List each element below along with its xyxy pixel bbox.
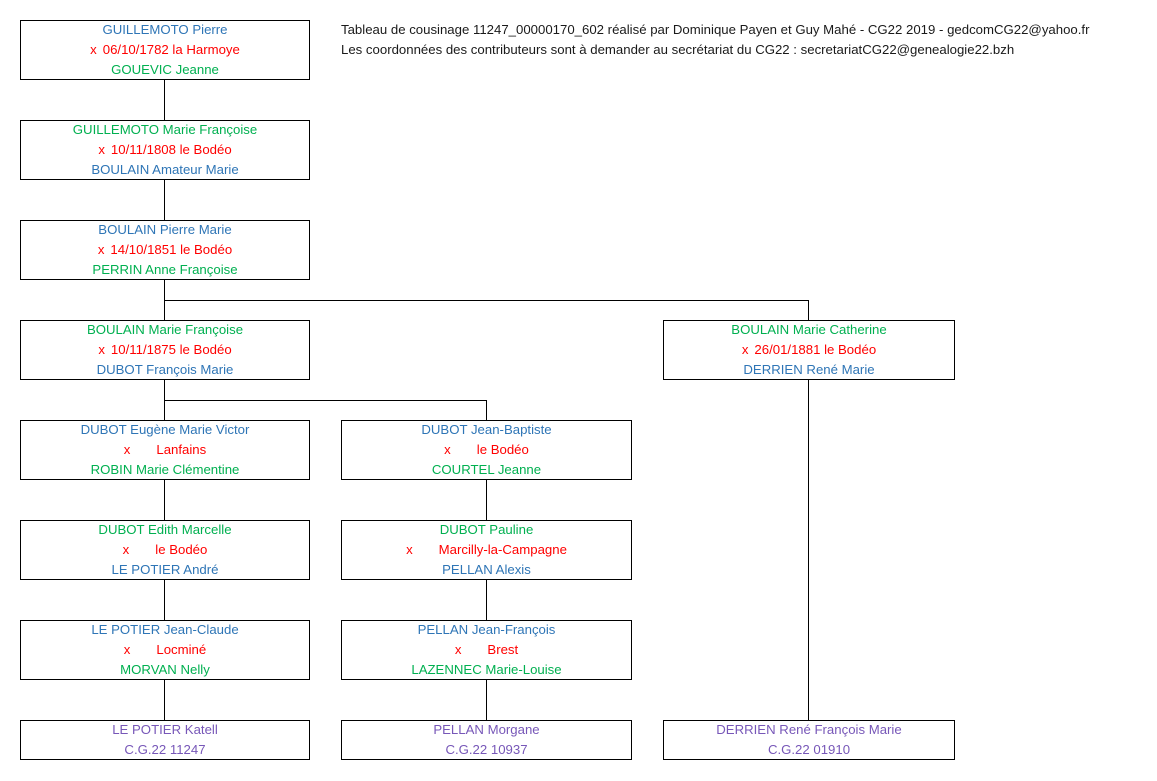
person-name-primary: LE POTIER Jean-Claude xyxy=(91,622,239,637)
person-name-spouse: ROBIN Marie Clémentine xyxy=(90,462,240,477)
union-mark: x xyxy=(98,342,105,357)
person-name-spouse: DERRIEN René Marie xyxy=(743,362,875,377)
person-box-pellan-morgane[interactable]: PELLAN Morgane C.G.22 10937 xyxy=(341,720,632,760)
descendant-reference: C.G.22 10937 xyxy=(445,742,528,757)
union-mark: x xyxy=(123,642,131,657)
union-info: x 10/11/1808 le Bodéo xyxy=(98,140,231,160)
union-mark: x xyxy=(741,342,749,357)
connector-gen6-gen7-left xyxy=(164,580,165,621)
person-name-spouse: PELLAN Alexis xyxy=(442,562,531,577)
connector-gen5-gen6-left xyxy=(164,480,165,521)
person-name-spouse: GOUEVIC Jeanne xyxy=(111,62,219,77)
chart-header-note: Tableau de cousinage 11247_00000170_602 … xyxy=(341,20,1141,60)
union-mark: x xyxy=(98,142,105,157)
connector-gen7-gen8-middle xyxy=(486,680,487,721)
person-box-derrien-rene-francois-marie[interactable]: DERRIEN René François Marie C.G.22 01910 xyxy=(663,720,955,760)
person-box-dubot-pauline[interactable]: DUBOT Pauline x Marcilly-la-Campagne PELL… xyxy=(341,520,632,580)
person-box-dubot-edith[interactable]: DUBOT Edith Marcelle x le Bodéo LE POTIER… xyxy=(20,520,310,580)
union-info: x 10/11/1875 le Bodéo xyxy=(98,340,231,360)
union-mark: x xyxy=(122,542,130,557)
person-box-guillemoto-marie-francoise[interactable]: GUILLEMOTO Marie Françoise x 10/11/1808 l… xyxy=(20,120,310,180)
union-mark: x xyxy=(444,442,451,457)
person-box-dubot-eugene[interactable]: DUBOT Eugène Marie Victor x Lanfains ROBI… xyxy=(20,420,310,480)
person-name-primary: BOULAIN Marie Françoise xyxy=(86,322,244,337)
connector-gen6-gen7-middle xyxy=(486,580,487,621)
person-box-le-potier-katell[interactable]: LE POTIER Katell C.G.22 11247 xyxy=(20,720,310,760)
connector-bus-to-boulain-mc xyxy=(808,300,809,321)
connector-gen3-drop xyxy=(164,280,165,301)
person-name-primary: GUILLEMOTO Pierre xyxy=(102,22,228,37)
descendant-name: LE POTIER Katell xyxy=(112,722,218,737)
person-name-primary: PELLAN Jean-François xyxy=(417,622,556,637)
person-name-spouse: LAZENNEC Marie-Louise xyxy=(411,662,562,677)
connector-bus-to-boulain-mf xyxy=(164,300,165,321)
person-name-primary: BOULAIN Marie Catherine xyxy=(731,322,887,337)
connector-bus-to-dubot-jean-baptiste xyxy=(486,400,487,421)
descendant-name: PELLAN Morgane xyxy=(433,722,540,737)
union-mark: x xyxy=(406,542,413,557)
union-info: x le Bodéo xyxy=(444,440,529,460)
descendant-reference: C.G.22 01910 xyxy=(767,742,851,757)
person-box-boulain-pierre-marie[interactable]: BOULAIN Pierre Marie x 14/10/1851 le Bodé… xyxy=(20,220,310,280)
person-name-spouse: BOULAIN Amateur Marie xyxy=(91,162,239,177)
union-info: x Locminé xyxy=(124,640,206,660)
sibling-bus-gen5 xyxy=(164,400,487,401)
union-detail: Brest xyxy=(487,642,519,657)
person-name-primary: GUILLEMOTO Marie Françoise xyxy=(72,122,258,137)
union-detail: 26/01/1881 le Bodéo xyxy=(754,342,877,357)
union-mark: x xyxy=(123,442,131,457)
union-detail: 10/11/1808 le Bodéo xyxy=(110,142,232,157)
union-detail: 10/11/1875 le Bodéo xyxy=(110,342,232,357)
person-name-primary: BOULAIN Pierre Marie xyxy=(98,222,232,237)
person-name-primary: DUBOT Pauline xyxy=(439,522,534,537)
person-name-primary: DUBOT Jean-Baptiste xyxy=(421,422,552,437)
union-info: x Brest xyxy=(455,640,518,660)
union-detail: le Bodéo xyxy=(476,442,529,457)
union-info: x 26/01/1881 le Bodéo xyxy=(742,340,876,360)
person-name-spouse: LE POTIER André xyxy=(111,562,219,577)
person-box-boulain-marie-francoise[interactable]: BOULAIN Marie Françoise x 10/11/1875 le B… xyxy=(20,320,310,380)
union-mark: x xyxy=(454,642,462,657)
union-detail: Lanfains xyxy=(156,442,207,457)
person-name-spouse: COURTEL Jeanne xyxy=(431,462,542,477)
connector-gen2-gen3 xyxy=(164,180,165,221)
person-box-guillemoto-pierre[interactable]: GUILLEMOTO Pierre x 06/10/1782 la Harmoye… xyxy=(20,20,310,80)
connector-gen1-gen2 xyxy=(164,80,165,121)
connector-bus-to-dubot-eugene xyxy=(164,400,165,421)
union-mark: x xyxy=(90,42,97,57)
union-info: x le Bodéo xyxy=(123,540,208,560)
header-note-line-2: Les coordonnées des contributeurs sont à… xyxy=(341,42,1015,57)
union-info: x Marcilly-la-Campagne xyxy=(406,540,567,560)
descendant-name: DERRIEN René François Marie xyxy=(716,722,902,737)
descendant-reference: C.G.22 11247 xyxy=(124,742,206,757)
person-name-primary: DUBOT Edith Marcelle xyxy=(98,522,232,537)
union-detail: 14/10/1851 le Bodéo xyxy=(110,242,233,257)
person-name-spouse: PERRIN Anne Françoise xyxy=(92,262,238,277)
connector-boulain-mc-to-derrien xyxy=(808,380,809,720)
connector-gen5-gen6-middle xyxy=(486,480,487,521)
person-box-le-potier-jean-claude[interactable]: LE POTIER Jean-Claude x Locminé MORVAN Ne… xyxy=(20,620,310,680)
person-name-spouse: MORVAN Nelly xyxy=(120,662,210,677)
person-name-spouse: DUBOT François Marie xyxy=(96,362,234,377)
union-detail: 06/10/1782 la Harmoye xyxy=(102,42,240,57)
connector-gen4-drop xyxy=(164,380,165,401)
sibling-bus-gen4 xyxy=(164,300,809,301)
union-info: x 14/10/1851 le Bodéo xyxy=(98,240,232,260)
person-box-pellan-jean-francois[interactable]: PELLAN Jean-François x Brest LAZENNEC Mar… xyxy=(341,620,632,680)
union-info: x Lanfains xyxy=(124,440,206,460)
person-name-primary: DUBOT Eugène Marie Victor xyxy=(80,422,250,437)
union-detail: Locminé xyxy=(156,642,207,657)
person-box-dubot-jean-baptiste[interactable]: DUBOT Jean-Baptiste x le Bodéo COURTEL Je… xyxy=(341,420,632,480)
connector-gen7-gen8-left xyxy=(164,680,165,721)
person-box-boulain-marie-catherine[interactable]: BOULAIN Marie Catherine x 26/01/1881 le B… xyxy=(663,320,955,380)
header-note-line-1: Tableau de cousinage 11247_00000170_602 … xyxy=(341,22,1090,37)
union-detail: le Bodéo xyxy=(155,542,208,557)
union-mark: x xyxy=(97,242,105,257)
union-info: x 06/10/1782 la Harmoye xyxy=(90,40,240,60)
union-detail: Marcilly-la-Campagne xyxy=(438,542,567,557)
